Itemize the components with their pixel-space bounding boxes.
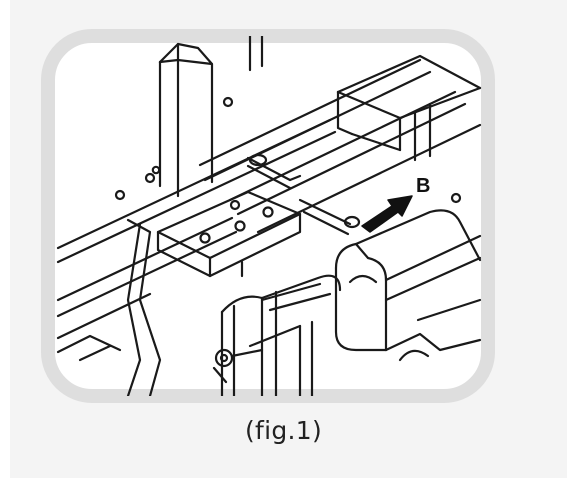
figure-caption: (fig.1): [244, 416, 323, 445]
machine-drawing: [56, 36, 482, 396]
page-margin: [0, 0, 10, 478]
callout-label-b: B: [416, 175, 430, 197]
arrow-left-down-icon: [361, 195, 413, 233]
